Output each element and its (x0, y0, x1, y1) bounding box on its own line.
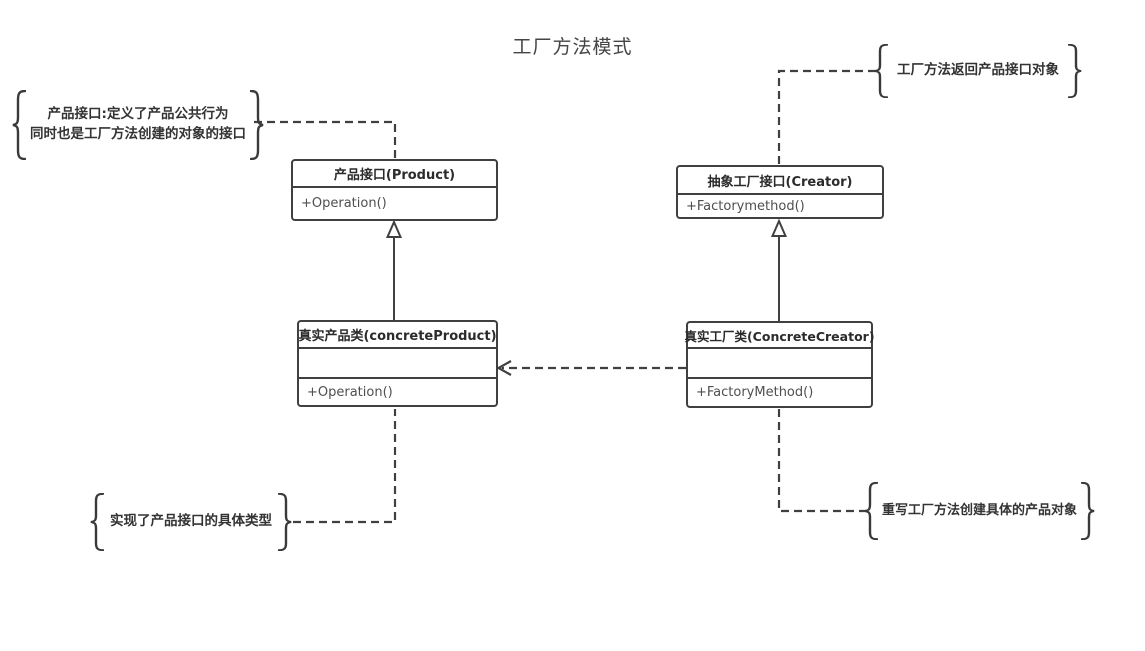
generalization-arrow-concretecreator-to-creator (770, 218, 788, 321)
note-concrete-creator-text: 重写工厂方法创建具体的产品对象 (882, 502, 1078, 518)
class-concrete-product-method: +Operation() (307, 384, 393, 400)
left-brace-icon (90, 493, 104, 551)
note-product-line1: 产品接口:定义了产品公共行为 (47, 106, 229, 123)
note-product-line2: 同时也是工厂方法创建的对象的接口 (30, 126, 246, 142)
right-brace-icon (1068, 44, 1082, 98)
class-concrete-creator-method: +FactoryMethod() (696, 385, 814, 400)
note-concrete-product: 实现了产品接口的具体类型 (90, 493, 292, 551)
note-concrete-creator: 重写工厂方法创建具体的产品对象 (864, 482, 1095, 540)
class-creator-name: 抽象工厂接口(Creator) (678, 167, 882, 195)
generalization-arrow-concreteproduct-to-product (385, 219, 403, 320)
class-concrete-creator-name: 真实工厂类(ConcreteCreator) (684, 323, 875, 349)
note-connector-creator (777, 69, 876, 164)
class-creator-method: +Factorymethod() (686, 198, 805, 214)
class-product-name: 产品接口(Product) (293, 161, 496, 188)
note-concrete-product-text: 实现了产品接口的具体类型 (110, 513, 272, 530)
note-connector-concrete-product (293, 409, 397, 524)
right-brace-icon (278, 493, 292, 551)
class-concrete-creator: 真实工厂类(ConcreteCreator) +FactoryMethod() (684, 321, 875, 408)
class-product-method: +Operation() (301, 196, 387, 211)
class-concrete-product-name: 真实产品类(concreteProduct) (298, 322, 497, 349)
class-concrete-product-attributes-section (299, 349, 496, 379)
right-brace-icon (1081, 482, 1095, 540)
note-creator-text: 工厂方法返回产品接口对象 (897, 62, 1059, 79)
note-connector-concrete-creator (777, 409, 866, 513)
note-product: 产品接口:定义了产品公共行为 同时也是工厂方法创建的对象的接口 (12, 90, 264, 160)
dependency-arrow-concretecreator-to-concreteproduct (496, 360, 686, 376)
class-concrete-creator-attributes-section (688, 349, 871, 379)
note-creator: 工厂方法返回产品接口对象 (874, 44, 1082, 98)
diagram-title: 工厂方法模式 (512, 36, 633, 58)
note-connector-product (254, 120, 397, 158)
left-brace-icon (874, 44, 888, 98)
left-brace-icon (864, 482, 878, 540)
right-brace-icon (250, 90, 264, 160)
class-concrete-product: 真实产品类(concreteProduct) +Operation() (297, 320, 498, 407)
left-brace-icon (12, 90, 26, 160)
class-creator: 抽象工厂接口(Creator) +Factorymethod() (676, 165, 884, 219)
class-product: 产品接口(Product) +Operation() (291, 159, 498, 221)
